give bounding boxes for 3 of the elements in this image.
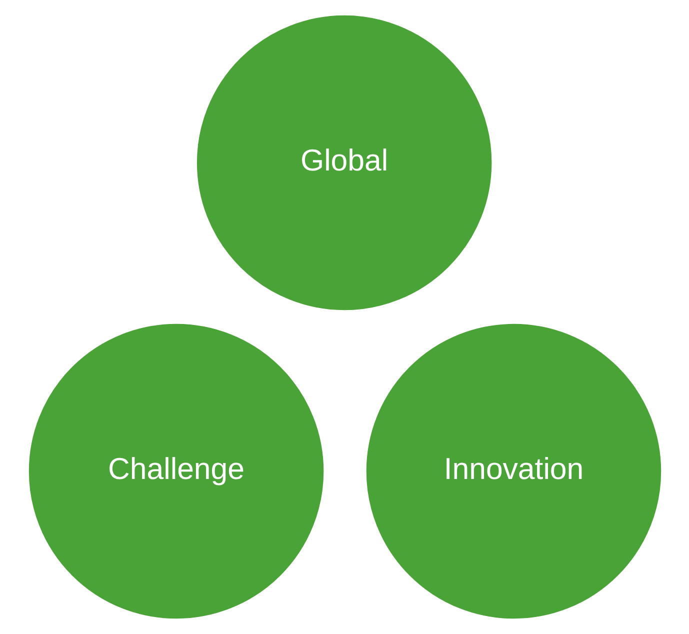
node-circle: Innovation	[363, 321, 664, 622]
node-circle: Global	[194, 12, 494, 313]
node-circle: Challenge	[26, 321, 326, 622]
